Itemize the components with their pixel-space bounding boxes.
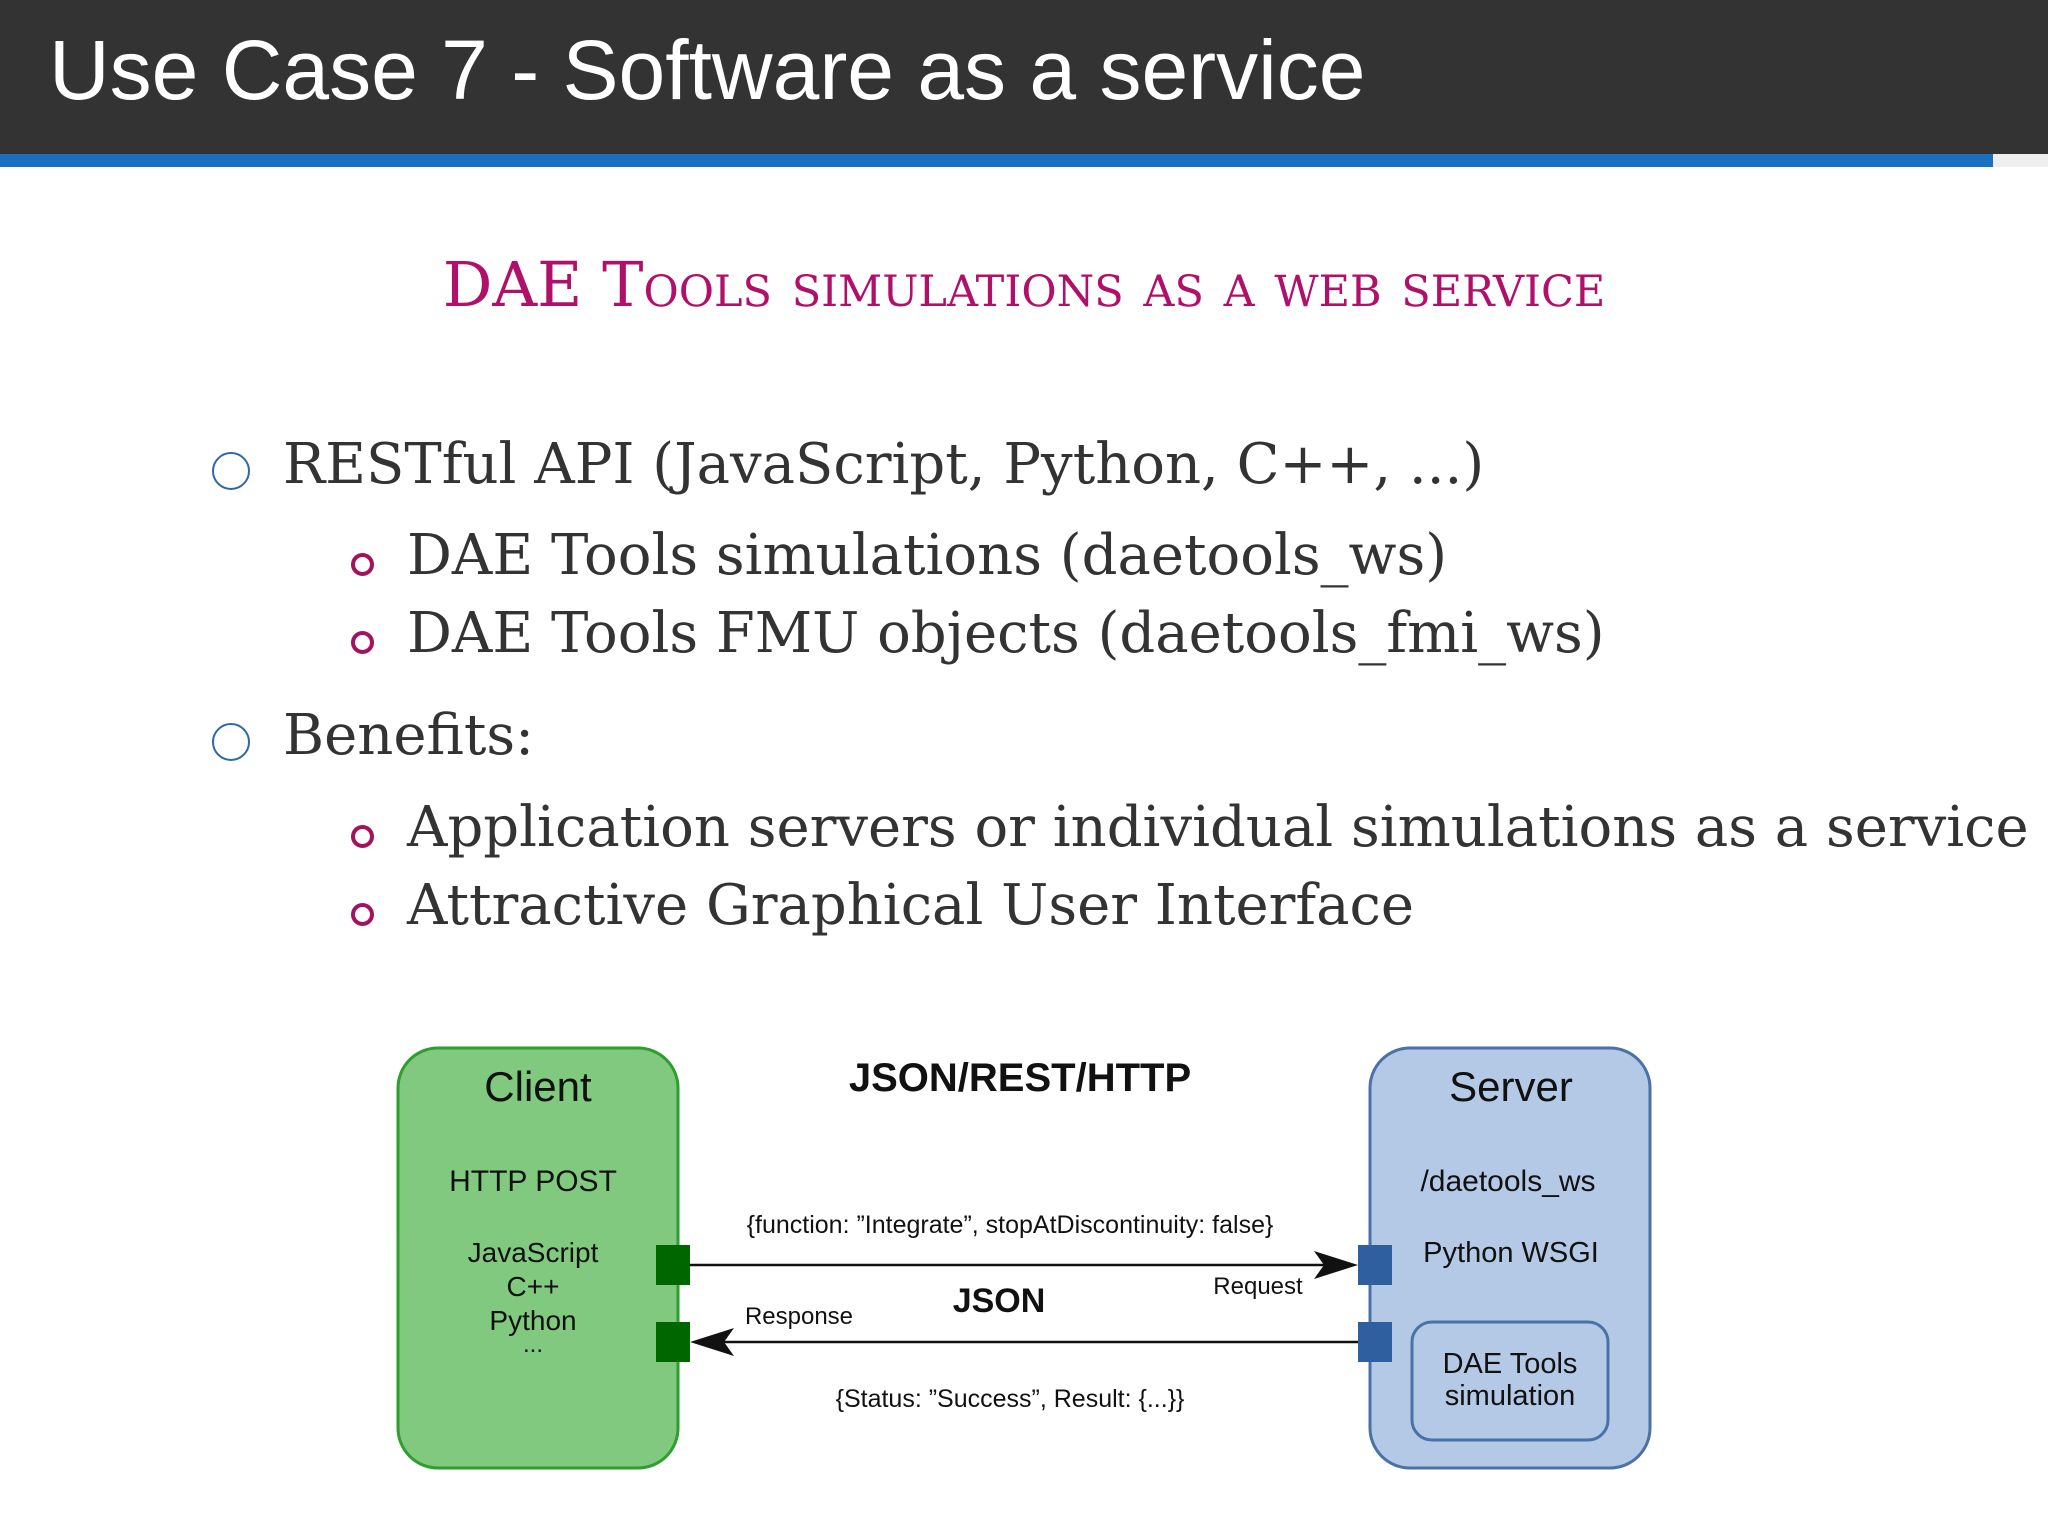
client-server-diagram: Client HTTP POST JavaScript C++ Python .… [390,1040,1660,1480]
slide-header: Use Case 7 - Software as a service [0,0,2048,154]
response-arrowhead-icon [690,1328,734,1356]
sub-bullet-circle-icon [351,553,374,576]
sub-bullet-circle-icon [351,903,374,926]
sub-bullet-daetools-ws: DAE Tools simulations (daetools_ws) [407,523,1448,588]
request-label: Request [1213,1273,1303,1300]
sub-bullet-attractive-gui: Attractive Graphical User Interface [407,873,1415,938]
slide-subtitle-text: DAE Tools simulations as a web service [442,248,1606,321]
server-framework: Python WSGI [1423,1237,1599,1269]
client-language-more: ... [522,1331,544,1358]
sub-bullet-circle-icon [351,631,374,654]
sub-bullet-daetools-fmi-ws: DAE Tools FMU objects (daetools_fmi_ws) [407,601,1605,666]
client-method: HTTP POST [449,1165,617,1198]
response-label: Response [744,1303,854,1330]
server-response-port [1358,1322,1392,1362]
dae-simulation-line-2: simulation [1444,1380,1576,1412]
bullet-circle-icon [212,452,250,490]
request-arrowhead-icon [1314,1251,1358,1279]
client-language-cpp: C++ [506,1271,560,1302]
protocol-label: JSON/REST/HTTP [848,1056,1192,1100]
header-accent-bar [0,154,1993,167]
request-payload: {function: ”Integrate”, stopAtDiscontinu… [746,1211,1274,1239]
dae-simulation-box [1410,1320,1610,1442]
client-request-port [656,1245,690,1285]
sub-bullet-application-servers: Application servers or individual simula… [407,795,2029,860]
server-title: Server [1449,1063,1573,1110]
diagram-shapes [396,1046,1652,1470]
client-language-python: Python [489,1305,577,1336]
slide-subtitle: DAE Tools simulations as a web service [0,248,2048,321]
slide-title: Use Case 7 - Software as a service [49,23,1366,117]
client-response-port [656,1322,690,1362]
dae-simulation-line-1: DAE Tools [1442,1348,1578,1380]
sub-bullet-circle-icon [351,825,374,848]
header-accent-bar-end [1993,154,2048,167]
server-endpoint: /daetools_ws [1420,1165,1596,1198]
response-payload: {Status: ”Success”, Result: {...}} [835,1385,1185,1413]
client-title: Client [484,1063,592,1110]
server-request-port [1358,1245,1392,1285]
bullet-restful-api: RESTful API (JavaScript, Python, C++, ..… [283,432,1485,497]
client-language-javascript: JavaScript [467,1237,599,1268]
bullet-benefits: Benefits: [283,703,534,768]
format-label: JSON [952,1282,1046,1320]
bullet-circle-icon [212,723,250,761]
